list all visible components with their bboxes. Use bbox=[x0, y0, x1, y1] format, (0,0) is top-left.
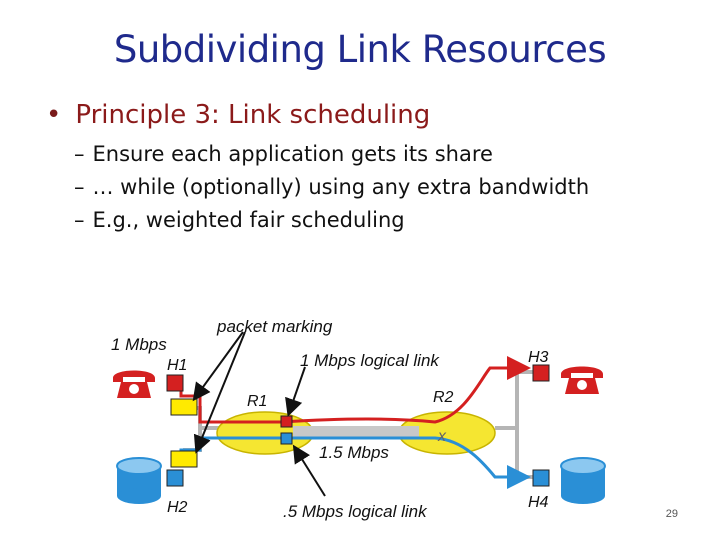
subbullet-text: … while (optionally) using any extra ban… bbox=[92, 175, 590, 199]
host-h3 bbox=[532, 364, 550, 382]
scheduler-mark: x bbox=[437, 428, 447, 445]
subbullet-dash: – bbox=[74, 142, 85, 166]
physical-rate-label: 1.5 Mbps bbox=[319, 443, 389, 462]
subbullet-dash: – bbox=[74, 208, 85, 232]
subbullet-item: –E.g., weighted fair scheduling bbox=[74, 208, 706, 232]
router-r1-label: R1 bbox=[247, 393, 267, 410]
host-h1 bbox=[166, 374, 184, 392]
host-h3-label: H3 bbox=[528, 349, 549, 366]
logical-link-2-label: .5 Mbps logical link bbox=[283, 502, 428, 521]
packet-marking-label: packet marking bbox=[216, 317, 333, 336]
bullet-list: •Principle 3: Link scheduling –Ensure ea… bbox=[46, 100, 706, 241]
slide-title: Subdividing Link Resources bbox=[113, 28, 607, 71]
page-number: 29 bbox=[665, 508, 678, 520]
bullet-dot: • bbox=[46, 100, 62, 130]
logical-link-red bbox=[179, 356, 531, 424]
subbullet-text: Ensure each application gets its share bbox=[92, 142, 493, 166]
subbullet-text: E.g., weighted fair scheduling bbox=[92, 208, 405, 232]
annotation-arrows bbox=[192, 331, 326, 497]
host-h2 bbox=[166, 469, 184, 487]
host-h4 bbox=[532, 469, 550, 487]
queue-blue bbox=[280, 432, 293, 445]
link-scheduling-diagram: R1 R2 x H1 H2 H3 H4 packet marking 1 Mbp… bbox=[111, 317, 606, 521]
queue-red bbox=[280, 415, 293, 428]
subbullet-item: –… while (optionally) using any extra ba… bbox=[74, 175, 706, 199]
router-link bbox=[293, 426, 419, 438]
phone-icon bbox=[113, 370, 155, 398]
subbullet-dash: – bbox=[74, 175, 85, 199]
host-h4-label: H4 bbox=[528, 494, 549, 511]
marker-box-h2 bbox=[170, 450, 198, 468]
database-icon bbox=[116, 457, 162, 504]
marker-box-h1 bbox=[170, 398, 198, 416]
host-rate-label: 1 Mbps bbox=[111, 335, 167, 354]
host-h2-label: H2 bbox=[167, 499, 188, 516]
bullet-item: • Principle 3: Link scheduling bbox=[46, 100, 706, 130]
subbullet-item: –Ensure each application gets its share bbox=[74, 142, 706, 166]
database-icon bbox=[560, 457, 606, 504]
logical-link-1-label: 1 Mbps logical link bbox=[300, 351, 440, 370]
phone-icon bbox=[561, 366, 603, 394]
router-r2-label: R2 bbox=[433, 389, 454, 406]
bullet-text: Principle 3: Link scheduling bbox=[75, 100, 431, 130]
host-h1-label: H1 bbox=[167, 357, 187, 374]
